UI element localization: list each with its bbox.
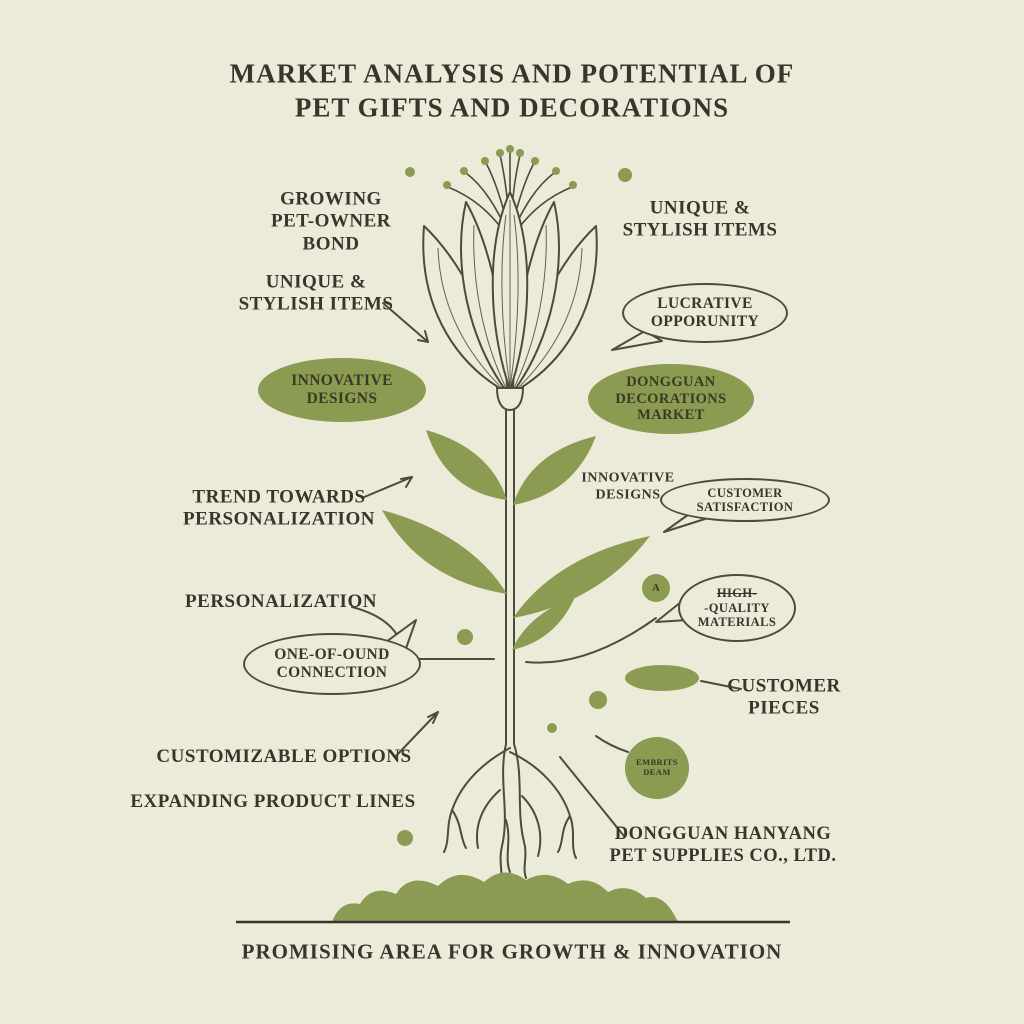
page-title: MARKET ANALYSIS AND POTENTIAL OF PET GIF… [229, 58, 795, 122]
label-high-strikethrough: HIGH- [716, 586, 758, 601]
flower-icon [422, 191, 598, 393]
label-quality: -QUALITY [704, 600, 770, 615]
label-expanding-product-lines: EXPANDING PRODUCT LINES [130, 790, 416, 812]
accent-dots [397, 167, 632, 846]
roots [443, 743, 577, 885]
pill-innovative-designs: INNOVATIVE DESIGNS [258, 358, 426, 422]
arrows [361, 302, 439, 757]
pill-letter-a: A [642, 574, 670, 602]
petal-veins [437, 200, 583, 393]
ground-mound [332, 872, 678, 922]
label-customizable-options: CUSTOMIZABLE OPTIONS [156, 745, 412, 767]
bubble-customer-satisfaction: CUSTOMER SATISFACTION [660, 478, 830, 522]
label-unique-stylish-items-left: UNIQUE & STYLISH ITEMS [238, 271, 394, 315]
leaves [382, 430, 650, 650]
footer-tagline: PROMISING AREA FOR GROWTH & INNOVATION [241, 939, 783, 964]
label-unique-stylish-items-right: UNIQUE & STYLISH ITEMS [622, 197, 778, 241]
pill-dongguan-decorations-market: DONGGUAN DECORATIONS MARKET [588, 364, 754, 434]
label-customer-pieces: CUSTOMER PIECES [727, 675, 841, 719]
label-personalization: PERSONALIZATION [185, 590, 377, 612]
label-materials: MATERIALS [697, 615, 777, 630]
label-trend-towards-personalization: TREND TOWARDS PERSONALIZATION [183, 486, 375, 530]
small-green-ellipse [625, 665, 699, 691]
label-company-name: DONGGUAN HANYANG PET SUPPLIES CO., LTD. [609, 824, 837, 866]
pill-embrits-deam: EMBRITS DEAM [625, 737, 689, 799]
stamen-tips [443, 145, 577, 189]
bubble-high-quality-materials: HIGH- -QUALITY MATERIALS [678, 574, 796, 642]
stem [505, 410, 515, 744]
bubble-lucrative-opportunity: LUCRATIVE OPPORUNITY [622, 283, 788, 343]
label-innovative-designs-small: INNOVATIVE DESIGNS [581, 470, 675, 502]
bubble-one-of-kind-connection: ONE-OF-OUND CONNECTION [243, 633, 421, 695]
label-growing-pet-owner-bond: GROWING PET-OWNER BOND [271, 188, 391, 255]
flower-base [495, 387, 525, 412]
